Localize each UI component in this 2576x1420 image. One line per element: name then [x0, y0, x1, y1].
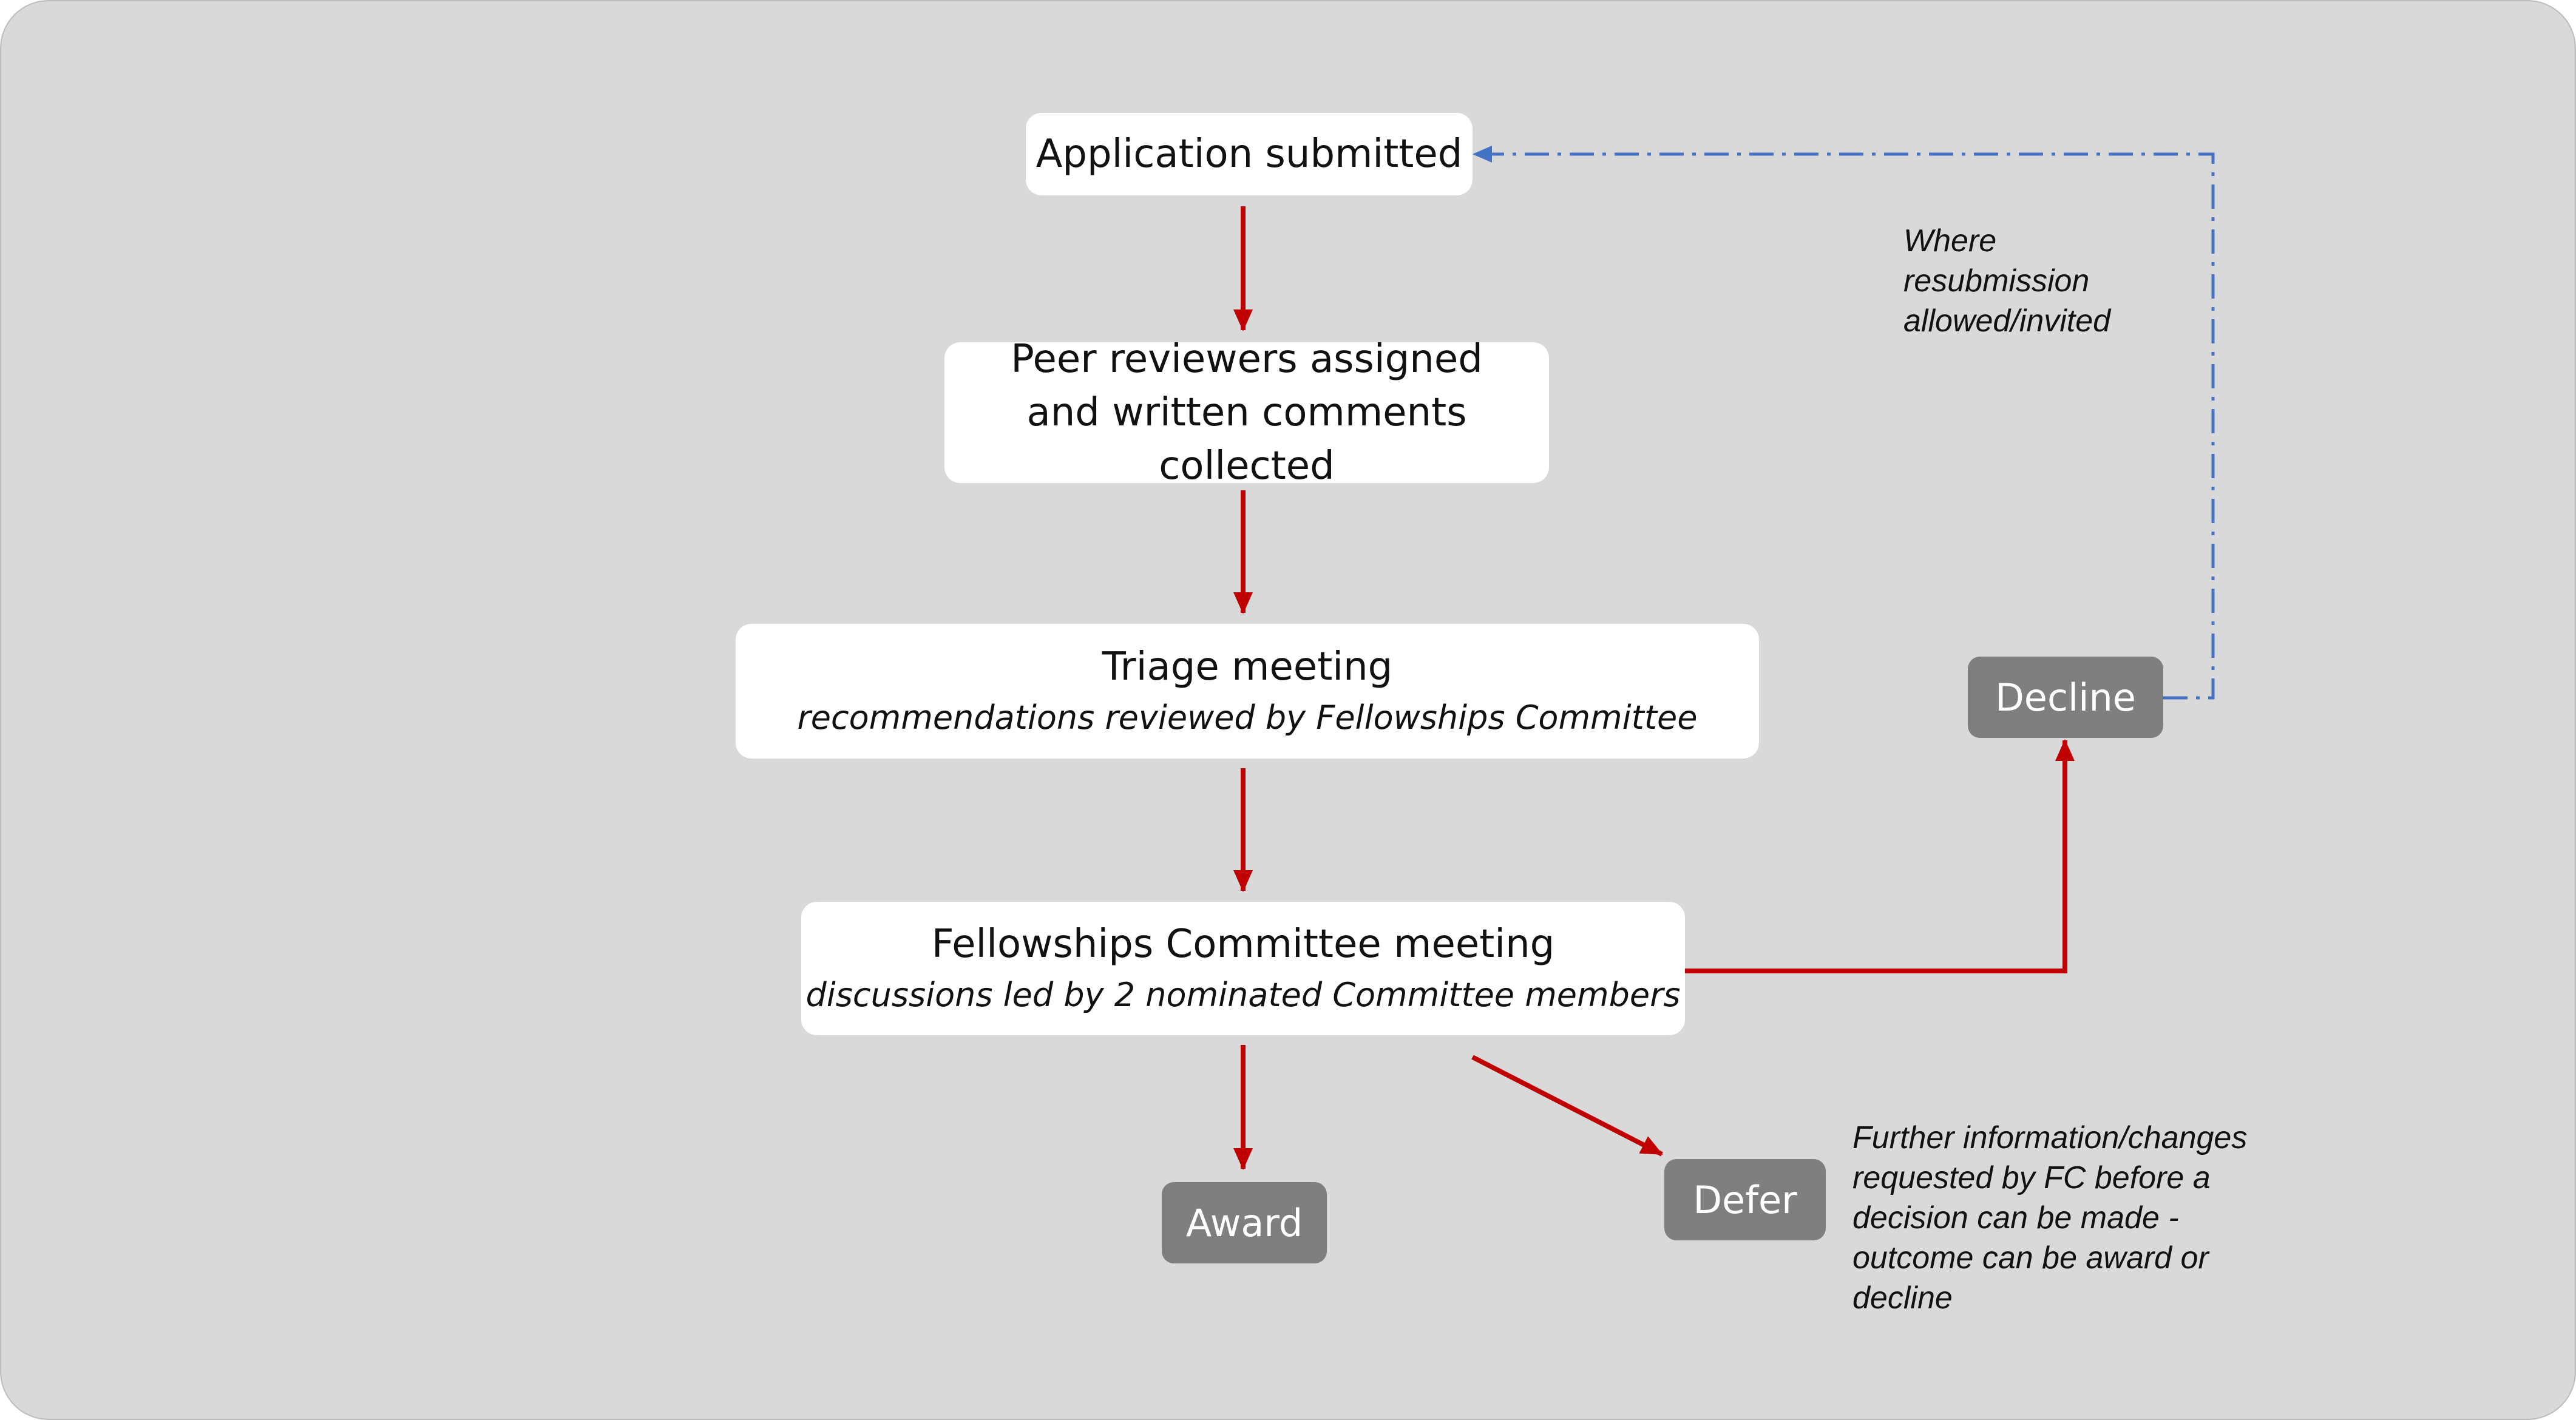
defer-outcome: Defer [1664, 1159, 1826, 1240]
triage-meeting-detail: recommendations reviewed by Fellowships … [797, 698, 1698, 737]
defer-label: Defer [1693, 1177, 1797, 1222]
application-submitted-label: Application submitted [1035, 132, 1463, 177]
committee-meeting-title: Fellowships Committee meeting [931, 922, 1555, 967]
triage-meeting-title: Triage meeting [1102, 644, 1393, 689]
committee-meeting-box: Fellowships Committee meeting discussion… [801, 902, 1685, 1035]
arrow-committee-to-decline [1685, 739, 2075, 973]
decline-label: Decline [1995, 675, 2136, 720]
peer-review-label: Peer reviewers assigned and written comm… [1011, 337, 1483, 489]
peer-review-box: Peer reviewers assigned and written comm… [944, 337, 1549, 489]
arrow-resubmission [1473, 146, 2215, 700]
arrow-committee-to-defer [1471, 1055, 1663, 1157]
award-outcome: Award [1162, 1182, 1327, 1263]
committee-meeting-detail: discussions led by 2 nominated Committee… [805, 976, 1681, 1014]
award-label: Award [1185, 1200, 1303, 1245]
triage-meeting-box: Triage meeting recommendations reviewed … [736, 624, 1759, 759]
application-submitted-box: Application submitted [1026, 113, 1473, 195]
defer-note: Further information/changes requested by… [1852, 1120, 2248, 1316]
resubmission-note: Where resubmission allowed/invited [1903, 223, 2111, 339]
decline-outcome: Decline [1968, 657, 2163, 738]
